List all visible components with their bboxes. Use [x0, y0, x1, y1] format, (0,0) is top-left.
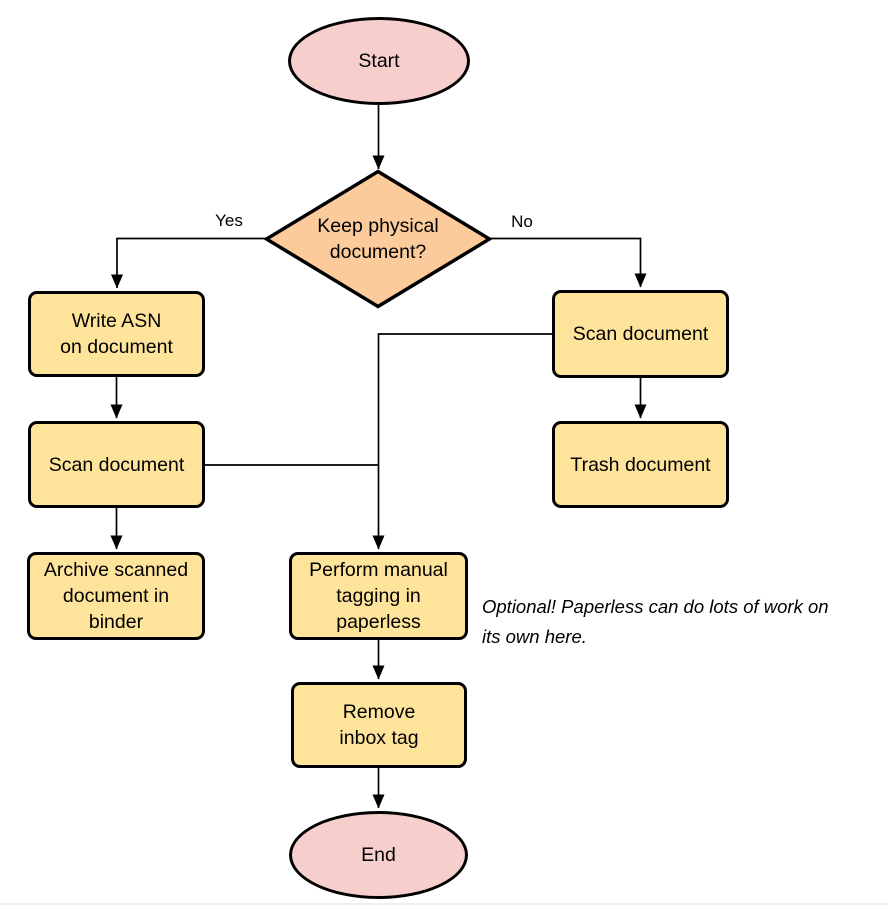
edge-label-no: No: [511, 212, 533, 231]
node-archive-scanned: Archive scanned document in binder: [27, 552, 205, 640]
optional-note: Optional! Paperless can do lots of work …: [482, 596, 829, 647]
node-end: End: [289, 811, 468, 899]
node-decision-label: Keep physical document?: [317, 215, 439, 263]
node-scan-document-right-label: Scan document: [572, 323, 709, 345]
bottom-divider: [0, 903, 888, 905]
node-manual-tagging: Perform manual tagging in paperless: [289, 552, 468, 640]
diamond-shape: [264, 169, 492, 309]
node-end-label: End: [361, 844, 396, 866]
edge-decision-no: [489, 237, 647, 288]
edge-decision-yes: [111, 237, 267, 289]
node-remove-inbox-tag: Remove inbox tag: [291, 682, 467, 768]
node-scan-document-left: Scan document: [28, 421, 205, 508]
node-archive-scanned-label: Archive scanned document in binder: [43, 559, 189, 633]
node-trash-document-label: Trash document: [570, 453, 711, 476]
node-decision-keep-physical: Keep physical document?: [264, 169, 492, 309]
node-remove-inbox-tag-label: Remove inbox tag: [339, 701, 419, 749]
edge-label-yes: Yes: [215, 211, 243, 230]
node-write-asn-label: Write ASN on document: [60, 310, 173, 358]
node-scan-document-left-label: Scan document: [48, 453, 185, 476]
edge-scanright-to-tagging: [372, 333, 552, 550]
node-scan-document-right: Scan document: [552, 290, 729, 378]
node-trash-document: Trash document: [552, 421, 729, 508]
node-start-label: Start: [358, 50, 400, 72]
node-manual-tagging-label: Perform manual tagging in paperless: [309, 559, 448, 633]
node-write-asn: Write ASN on document: [28, 291, 205, 377]
node-start: Start: [288, 17, 470, 105]
